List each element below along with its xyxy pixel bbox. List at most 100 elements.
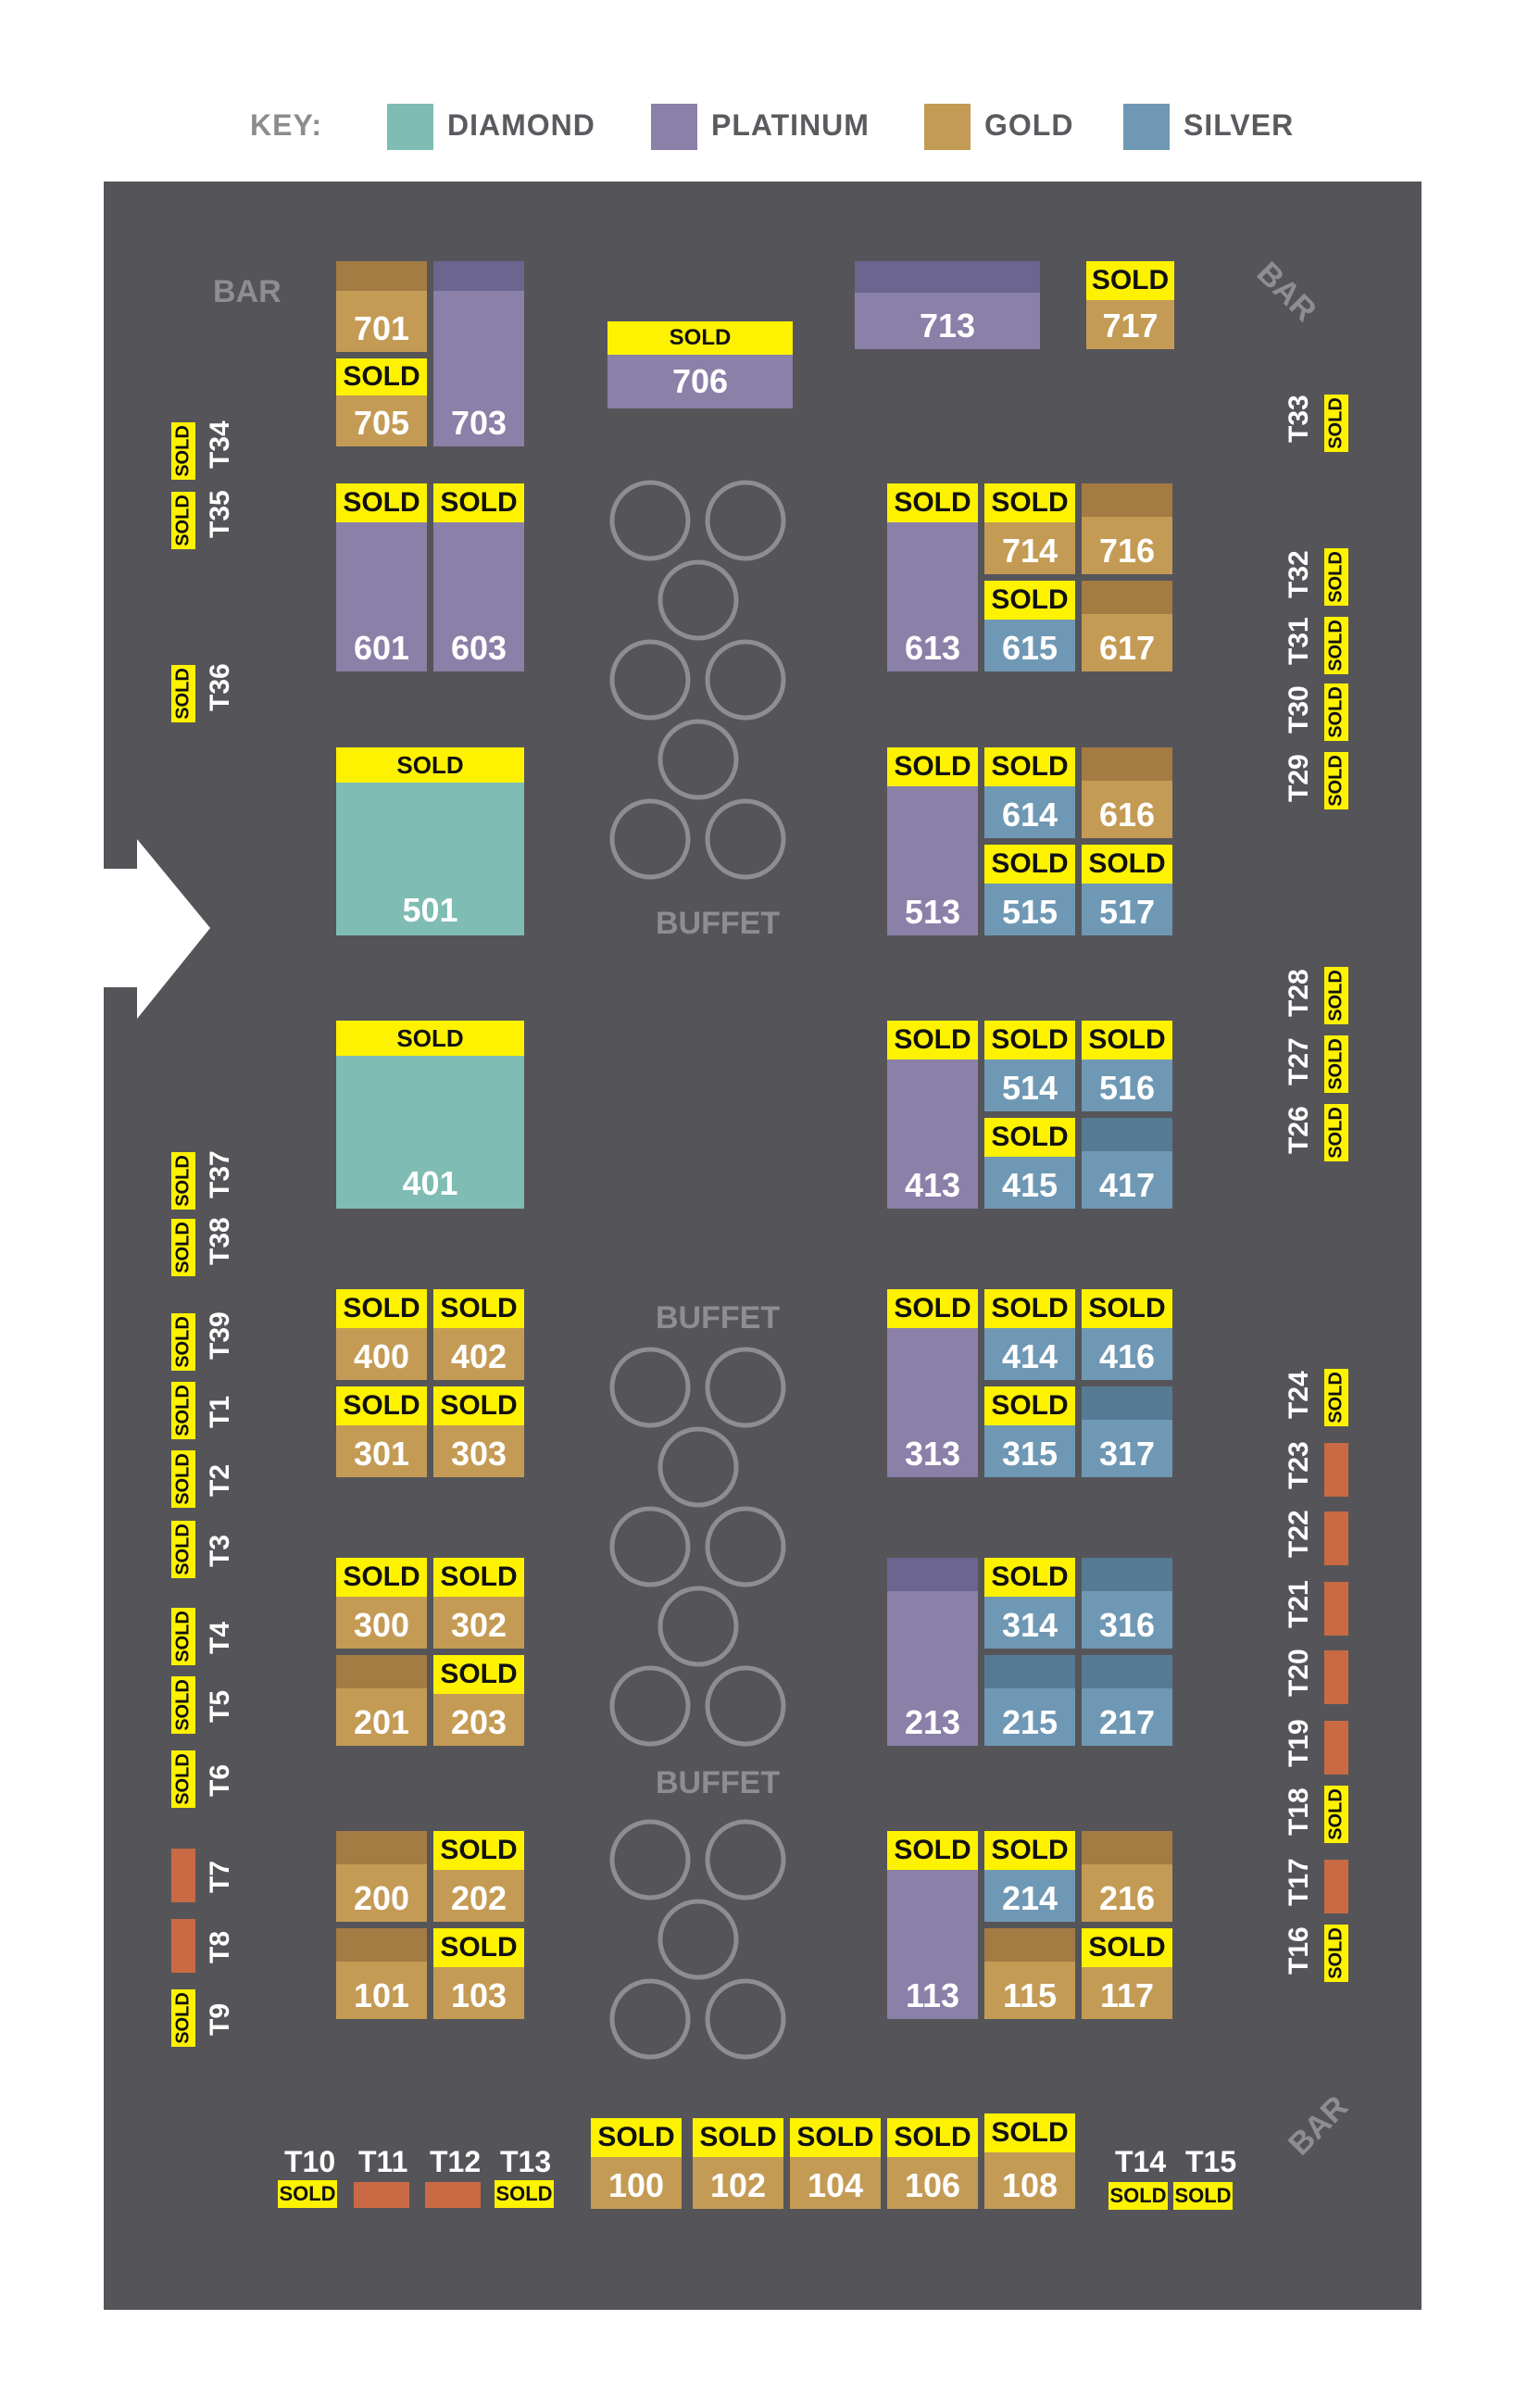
booth-202[interactable]: SOLD 202 [432, 1830, 525, 1923]
table-t17-available[interactable] [1324, 1860, 1348, 1913]
table-t12-available[interactable] [425, 2182, 481, 2208]
table-t12-label[interactable]: T12 [430, 2145, 482, 2178]
table-t15-label[interactable]: T15 [1185, 2145, 1237, 2178]
table-t31-label[interactable]: T31 [1284, 617, 1314, 665]
table-t29-label[interactable]: T29 [1284, 754, 1314, 802]
booth-216[interactable]: 216 [1081, 1830, 1173, 1923]
table-t14-label[interactable]: T14 [1115, 2145, 1167, 2178]
booth-102[interactable]: SOLD 102 [692, 2117, 784, 2210]
table-t16-label[interactable]: T16 [1284, 1926, 1314, 1975]
table-t28-label[interactable]: T28 [1284, 969, 1314, 1017]
booth-613[interactable]: SOLD 613 [886, 483, 979, 672]
booth-301[interactable]: SOLD 301 [335, 1386, 428, 1478]
booth-415[interactable]: SOLD 415 [983, 1117, 1076, 1210]
table-t32-label[interactable]: T32 [1284, 550, 1314, 598]
booth-705[interactable]: SOLD 705 [335, 357, 428, 447]
table-t20-available[interactable] [1324, 1650, 1348, 1704]
booth-201[interactable]: 201 [335, 1654, 428, 1747]
booth-303[interactable]: SOLD 303 [432, 1386, 525, 1478]
booth-703[interactable]: 703 [432, 260, 525, 447]
table-t23-available[interactable] [1324, 1443, 1348, 1497]
booth-400[interactable]: SOLD 400 [335, 1288, 428, 1381]
booth-414[interactable]: SOLD 414 [983, 1288, 1076, 1381]
booth-717[interactable]: SOLD 717 [1085, 260, 1175, 350]
table-t19-label[interactable]: T19 [1284, 1719, 1314, 1767]
booth-716[interactable]: 716 [1081, 483, 1173, 575]
table-t22-available[interactable] [1324, 1511, 1348, 1565]
booth-316[interactable]: 316 [1081, 1557, 1173, 1649]
table-t4-label[interactable]: T4 [205, 1621, 235, 1654]
table-t21-available[interactable] [1324, 1582, 1348, 1636]
booth-401[interactable]: SOLD 401 [335, 1020, 525, 1210]
booth-413[interactable]: SOLD 413 [886, 1020, 979, 1210]
booth-701[interactable]: 701 [335, 260, 428, 353]
booth-106[interactable]: SOLD 106 [886, 2117, 979, 2210]
booth-616[interactable]: 616 [1081, 746, 1173, 839]
table-t5-label[interactable]: T5 [205, 1689, 235, 1723]
table-t11-label[interactable]: T11 [358, 2145, 408, 2178]
table-t8-label[interactable]: T8 [205, 1930, 235, 1963]
booth-300[interactable]: SOLD 300 [335, 1557, 428, 1649]
booth-601[interactable]: SOLD 601 [335, 483, 428, 672]
booth-302[interactable]: SOLD 302 [432, 1557, 525, 1649]
table-t30-label[interactable]: T30 [1284, 685, 1314, 734]
booth-614[interactable]: SOLD 614 [983, 746, 1076, 839]
table-t23-label[interactable]: T23 [1284, 1441, 1314, 1489]
booth-317[interactable]: 317 [1081, 1386, 1173, 1478]
booth-517[interactable]: SOLD 517 [1081, 844, 1173, 936]
table-t26-label[interactable]: T26 [1284, 1106, 1314, 1154]
table-t6-label[interactable]: T6 [205, 1763, 235, 1797]
table-t24-label[interactable]: T24 [1284, 1371, 1314, 1419]
table-t27-label[interactable]: T27 [1284, 1037, 1314, 1085]
table-t19-available[interactable] [1324, 1721, 1348, 1775]
booth-214[interactable]: SOLD 214 [983, 1830, 1076, 1923]
booth-501[interactable]: SOLD 501 [335, 746, 525, 936]
booth-714[interactable]: SOLD 714 [983, 483, 1076, 575]
booth-514[interactable]: SOLD 514 [983, 1020, 1076, 1112]
booth-516[interactable]: SOLD 516 [1081, 1020, 1173, 1112]
booth-313[interactable]: SOLD 313 [886, 1288, 979, 1478]
table-t34-label[interactable]: T34 [205, 420, 235, 469]
table-t10-label[interactable]: T10 [284, 2145, 336, 2178]
booth-117[interactable]: SOLD 117 [1081, 1927, 1173, 2020]
booth-417[interactable]: 417 [1081, 1117, 1173, 1210]
table-t3-label[interactable]: T3 [205, 1534, 235, 1567]
table-t33-label[interactable]: T33 [1284, 395, 1314, 443]
booth-113[interactable]: SOLD 113 [886, 1830, 979, 2020]
booth-103[interactable]: SOLD 103 [432, 1927, 525, 2020]
booth-603[interactable]: SOLD 603 [432, 483, 525, 672]
booth-315[interactable]: SOLD 315 [983, 1386, 1076, 1478]
table-t20-label[interactable]: T20 [1284, 1649, 1314, 1697]
booth-416[interactable]: SOLD 416 [1081, 1288, 1173, 1381]
table-t11-available[interactable] [354, 2182, 409, 2208]
table-t2-label[interactable]: T2 [205, 1463, 235, 1497]
table-t35-label[interactable]: T35 [205, 490, 235, 538]
booth-513[interactable]: SOLD 513 [886, 746, 979, 936]
table-t22-label[interactable]: T22 [1284, 1510, 1314, 1558]
booth-104[interactable]: SOLD 104 [789, 2117, 882, 2210]
booth-314[interactable]: SOLD 314 [983, 1557, 1076, 1649]
table-t18-label[interactable]: T18 [1284, 1787, 1314, 1836]
booth-115[interactable]: 115 [983, 1927, 1076, 2020]
table-t1-label[interactable]: T1 [205, 1395, 235, 1428]
table-t21-label[interactable]: T21 [1284, 1580, 1314, 1628]
table-t39-label[interactable]: T39 [205, 1311, 235, 1360]
table-t7-label[interactable]: T7 [205, 1860, 235, 1893]
booth-108[interactable]: SOLD 108 [983, 2113, 1076, 2210]
table-t13-label[interactable]: T13 [500, 2145, 552, 2178]
table-t36-label[interactable]: T36 [205, 663, 235, 711]
table-t7-available[interactable] [171, 1849, 195, 1902]
booth-515[interactable]: SOLD 515 [983, 844, 1076, 936]
booth-213[interactable]: 213 [886, 1557, 979, 1747]
booth-100[interactable]: SOLD 100 [590, 2117, 683, 2210]
table-t9-label[interactable]: T9 [205, 2002, 235, 2036]
booth-101[interactable]: 101 [335, 1927, 428, 2020]
booth-402[interactable]: SOLD 402 [432, 1288, 525, 1381]
table-t8-available[interactable] [171, 1919, 195, 1973]
booth-217[interactable]: 217 [1081, 1654, 1173, 1747]
booth-615[interactable]: SOLD 615 [983, 580, 1076, 672]
booth-203[interactable]: SOLD 203 [432, 1654, 525, 1747]
table-t38-label[interactable]: T38 [205, 1217, 235, 1265]
table-t17-label[interactable]: T17 [1284, 1858, 1314, 1906]
booth-706[interactable]: SOLD 706 [607, 320, 794, 409]
